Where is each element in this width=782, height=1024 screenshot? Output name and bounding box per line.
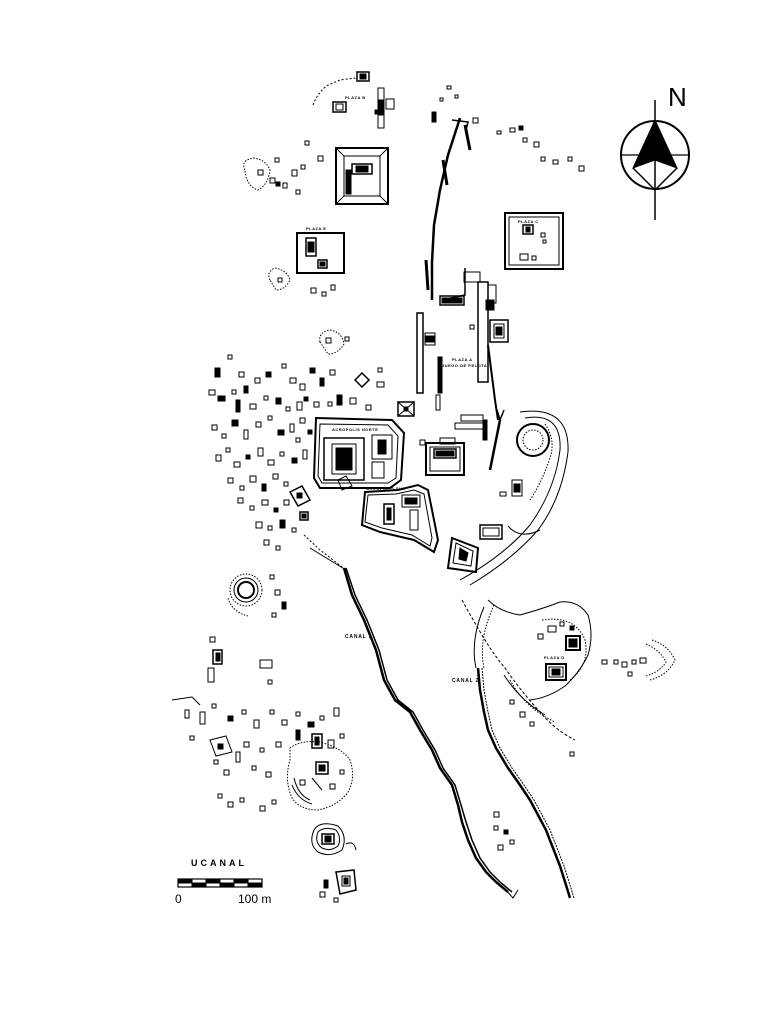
- north-label: N: [668, 82, 687, 112]
- ne-scatter: [431, 85, 585, 172]
- label-juego-de-pelota: JUEGO DE PELOTA: [442, 363, 487, 368]
- plaza-e-west: [268, 232, 345, 297]
- canal-1: [342, 567, 519, 899]
- west-residential: [208, 329, 385, 571]
- plaza-c: [504, 212, 564, 270]
- canal-2: [476, 667, 575, 899]
- plaza-d: [461, 599, 676, 757]
- label-plaza-e: PLAZA E: [306, 226, 326, 231]
- label-canal-2: CANAL 2: [452, 678, 479, 684]
- label-plaza-a: PLAZA A: [452, 357, 473, 362]
- north-arrow-icon: [620, 100, 690, 220]
- label-plaza-b: PLAZA B: [345, 95, 366, 100]
- plaza-b-pyramid: [335, 147, 389, 205]
- label-acropolis-sur: ACROPOLIS SUR: [366, 486, 406, 491]
- acropolis-norte: [312, 416, 406, 489]
- site-name: UCANAL: [191, 858, 247, 868]
- scale-start-label: 0: [175, 892, 182, 906]
- southwest-group: [171, 573, 354, 812]
- se-temple: [446, 479, 523, 574]
- acropolis-sur: [360, 483, 440, 554]
- label-plaza-c: PLAZA C: [518, 219, 539, 224]
- se-bottom-structures: [493, 811, 515, 851]
- plaza-a-structures: [397, 401, 415, 417]
- acropolis-east-structures: [419, 437, 465, 476]
- plaza-b-group: [312, 71, 395, 129]
- label-plaza-d: PLAZA D: [544, 655, 565, 660]
- bottom-west-plazas: [311, 823, 357, 903]
- central-causeway: [416, 117, 509, 471]
- west-cluster-north: [243, 140, 324, 195]
- label-canal-1: CANAL 1: [345, 634, 372, 640]
- label-acropolis-norte: ACROPOLIS NORTE: [332, 427, 378, 432]
- scale-bar: [177, 878, 263, 888]
- hill-ridge-east: [459, 410, 569, 586]
- scale-end-label: 100 m: [238, 892, 271, 906]
